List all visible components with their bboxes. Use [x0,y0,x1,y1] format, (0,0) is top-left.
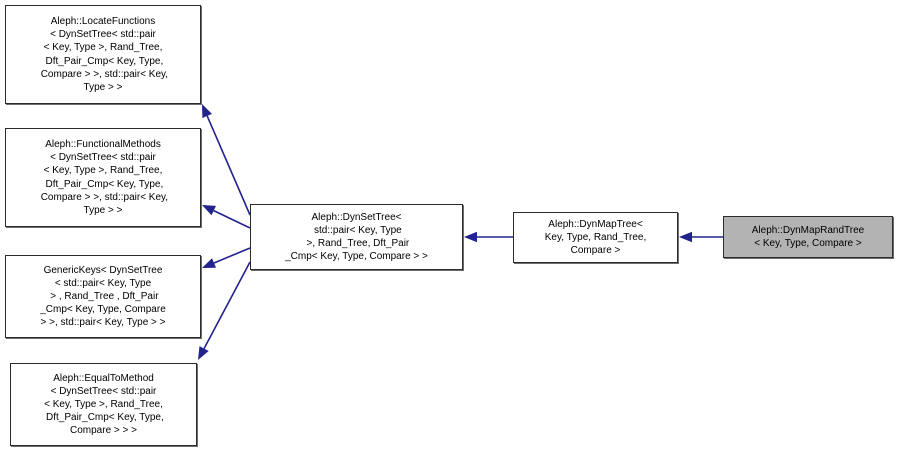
class-node-generic-keys[interactable]: GenericKeys< DynSetTree < std::pair< Key… [5,255,201,338]
class-node-dyn-map-tree[interactable]: Aleph::DynMapTree< Key, Type, Rand_Tree,… [513,212,678,263]
inheritance-arrow-dyn-set-tree-to-functional-methods [202,205,251,229]
class-node-label: GenericKeys< DynSetTree < std::pair< Key… [40,264,166,329]
arrowhead [202,258,216,268]
inheritance-arrow-dyn-map-tree-to-dyn-set-tree [464,231,513,243]
inheritance-arrow-dyn-set-tree-to-equal-to-method [198,261,251,360]
class-node-label: Aleph::LocateFunctions < DynSetTree< std… [40,16,169,93]
inheritance-arrow-dyn-set-tree-to-locate-functions [202,104,251,216]
class-node-label: Aleph::DynMapTree< Key, Type, Rand_Tree,… [544,218,647,257]
class-node-functional-methods[interactable]: Aleph::FunctionalMethods < DynSetTree< s… [5,128,201,227]
class-node-dyn-set-tree[interactable]: Aleph::DynSetTree< std::pair< Key, Type … [250,204,463,270]
arrowhead [202,205,216,216]
arrowhead [198,346,209,360]
inheritance-arrow-dyn-set-tree-to-generic-keys [202,247,251,268]
class-node-locate-functions[interactable]: Aleph::LocateFunctions < DynSetTree< std… [5,5,201,104]
arrowhead [464,231,477,243]
inheritance-arrow-dyn-map-rand-tree-to-dyn-map-tree [679,231,723,243]
class-node-dyn-map-rand-tree[interactable]: Aleph::DynMapRandTree < Key, Type, Compa… [723,216,893,258]
arrowhead [202,104,212,118]
class-node-equal-to-method[interactable]: Aleph::EqualToMethod < DynSetTree< std::… [10,363,197,446]
class-node-label: Aleph::FunctionalMethods < DynSetTree< s… [40,139,169,216]
class-node-label: Aleph::EqualToMethod < DynSetTree< std::… [44,372,164,437]
class-node-label: Aleph::DynSetTree< std::pair< Key, Type … [285,211,428,263]
class-node-label: Aleph::DynMapRandTree < Key, Type, Compa… [751,224,865,249]
arrowhead [679,231,692,243]
